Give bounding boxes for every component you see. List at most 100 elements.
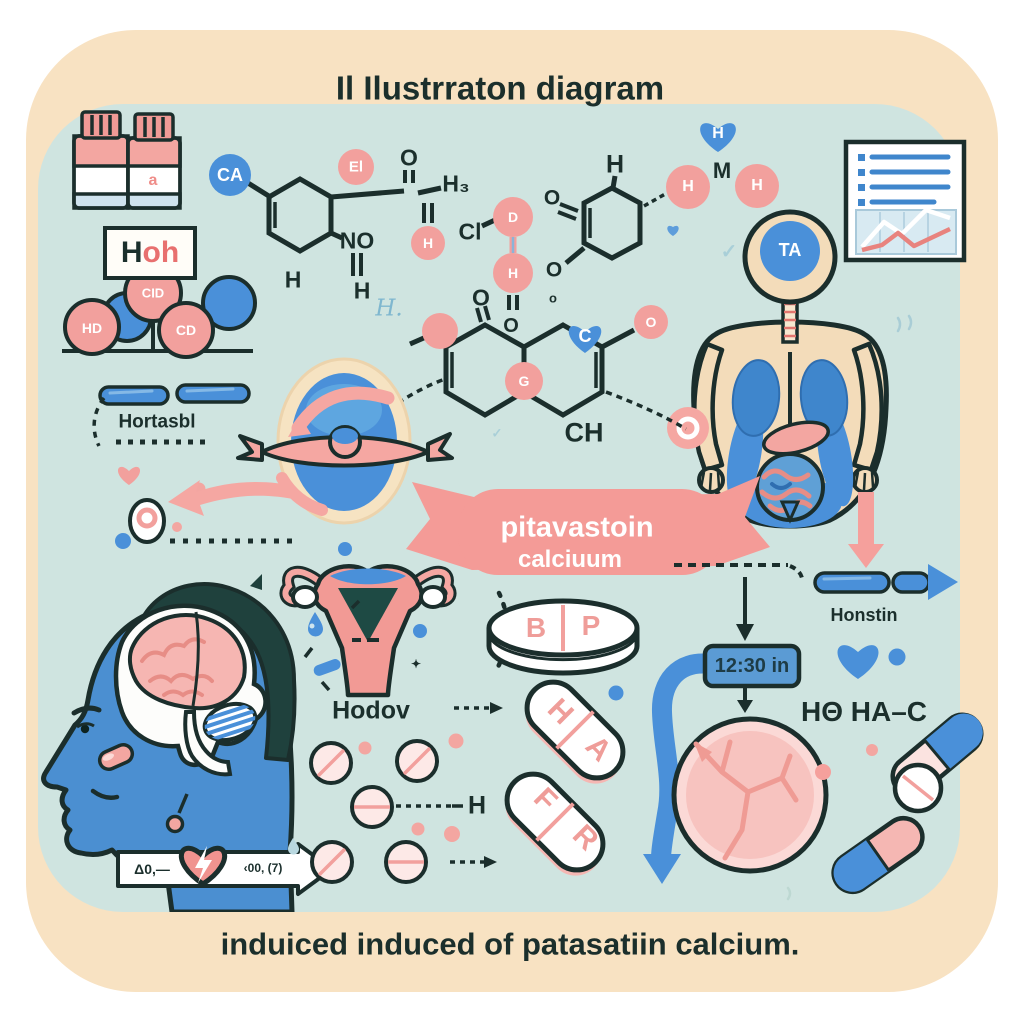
cracked-circle-icon bbox=[671, 716, 831, 874]
hortasbl-label: Hortasbl bbox=[118, 411, 196, 433]
medicine-bottles-icon bbox=[72, 110, 182, 210]
d-circle-label: D bbox=[507, 209, 519, 225]
no-label: NO bbox=[339, 227, 375, 254]
o-top-c-label: O bbox=[472, 284, 490, 311]
ca-circle bbox=[209, 154, 251, 196]
brain-icon bbox=[127, 611, 247, 711]
honstin-label: Honstin bbox=[830, 605, 898, 625]
ball-label-left: HD bbox=[81, 320, 103, 336]
uterus-illustration bbox=[279, 563, 457, 698]
o-right-c-label: O bbox=[645, 314, 657, 330]
heart-lightning-icon bbox=[178, 845, 228, 887]
band-left-label: Δ0,— bbox=[134, 861, 170, 877]
pitavastatin-banner bbox=[406, 476, 770, 575]
h-script-label: H. bbox=[375, 295, 403, 322]
formula-label: HΘ HA–C bbox=[800, 696, 928, 727]
caption: induiced induced of patasatiin calcium. bbox=[220, 926, 800, 962]
chem-cl-fragment bbox=[480, 197, 533, 310]
tablet-b-label: B bbox=[525, 612, 547, 643]
c-heart-icon bbox=[568, 325, 602, 353]
down-arrow-1 bbox=[736, 577, 754, 641]
down-arrow-2 bbox=[737, 688, 753, 713]
ch-label: CH bbox=[564, 417, 604, 448]
brainstem bbox=[183, 710, 233, 777]
band-right-label: ‹00, (7) bbox=[243, 861, 283, 875]
ta-circle bbox=[760, 221, 820, 281]
cl-label: Cl bbox=[458, 218, 482, 245]
h-heart-label: H bbox=[712, 125, 724, 142]
star-icon: ✦ bbox=[410, 657, 422, 671]
c-heart-label: C bbox=[578, 326, 592, 346]
eye bbox=[80, 724, 90, 734]
time-box bbox=[702, 643, 802, 689]
dashed-arrows bbox=[396, 702, 503, 868]
water-molecule-icon bbox=[666, 123, 779, 209]
tiny-heart-icon bbox=[667, 225, 679, 236]
h3-label: H₃ bbox=[442, 170, 470, 197]
h-circle-a-label: H bbox=[422, 235, 434, 251]
banner-line1: pitavastoin bbox=[500, 511, 654, 544]
dash-h-label: H bbox=[467, 791, 487, 820]
fr-capsule-icon bbox=[504, 771, 606, 876]
banner-line2: calciuum bbox=[517, 546, 623, 573]
small-tablets-group bbox=[309, 739, 439, 884]
ha-capsule-icon bbox=[524, 679, 626, 784]
o-ringed-circle bbox=[667, 407, 709, 449]
o-carbonyl-label: O bbox=[400, 144, 418, 171]
chem-ring-b bbox=[557, 175, 668, 265]
o-circle-left bbox=[422, 313, 458, 349]
h-ring-b-label: H bbox=[605, 150, 625, 179]
hodov-label: Hodov bbox=[332, 696, 410, 725]
head-profile-illustration bbox=[41, 574, 334, 912]
h-circle-cl-label: H bbox=[507, 265, 519, 281]
check-icon: ✓ bbox=[720, 241, 738, 263]
chem-ring-a bbox=[246, 170, 442, 276]
white-tablet-icon bbox=[892, 762, 944, 814]
el-circle bbox=[338, 149, 374, 185]
blue-pipe-arrow bbox=[643, 653, 720, 884]
water-drop-icon bbox=[308, 612, 323, 637]
o-under-cl-label: O bbox=[503, 315, 519, 337]
o-small-b-label: o bbox=[549, 290, 557, 306]
g-circle-label: G bbox=[518, 373, 530, 389]
heart-icon bbox=[700, 123, 736, 152]
hoh-h: H bbox=[120, 236, 143, 269]
o-circle-right bbox=[634, 305, 668, 339]
h-water-right-label: H bbox=[751, 177, 763, 194]
h-water-left-label: H bbox=[682, 178, 694, 195]
bottle-label: a bbox=[148, 172, 158, 189]
h-under-no-label: H bbox=[353, 277, 371, 304]
g-circle bbox=[505, 362, 543, 400]
small-heart-icon bbox=[117, 466, 141, 485]
o-bottom-b-label: O bbox=[545, 258, 563, 282]
el-label: El bbox=[348, 158, 364, 176]
ovum-cell-icon bbox=[128, 498, 166, 544]
hormone-capsules-left bbox=[98, 383, 251, 406]
bond-m-label: M bbox=[712, 158, 732, 183]
ca-label: CA bbox=[217, 165, 243, 185]
capsule-arrow-right bbox=[813, 564, 958, 600]
ball-label-top: CID bbox=[141, 285, 165, 301]
ta-label: TA bbox=[778, 240, 802, 260]
bp-tablet-icon bbox=[486, 598, 640, 676]
time-box-label: 12:30 in bbox=[714, 655, 790, 677]
pink-arrow-left bbox=[168, 480, 300, 516]
pink-down-arrow bbox=[848, 492, 884, 568]
cerebellum-icon bbox=[201, 701, 259, 743]
capsule-blue-pink-2 bbox=[831, 815, 925, 895]
lung-left-icon bbox=[731, 359, 781, 437]
o-left-b-label: O bbox=[543, 186, 561, 210]
chart-document-icon bbox=[843, 139, 967, 263]
ball-label-right: CD bbox=[175, 322, 197, 338]
h-circle-a bbox=[411, 226, 445, 260]
egg-swimmer-illustration bbox=[236, 357, 454, 525]
stomach-icon bbox=[762, 420, 830, 456]
h-ring-a-label: H bbox=[284, 266, 302, 293]
tablet-p-label: P bbox=[581, 610, 601, 641]
page-title: Il Ilustrraton diagram bbox=[335, 69, 665, 107]
molecule-balls-icon bbox=[62, 263, 257, 359]
blue-heart-icon bbox=[837, 645, 879, 679]
